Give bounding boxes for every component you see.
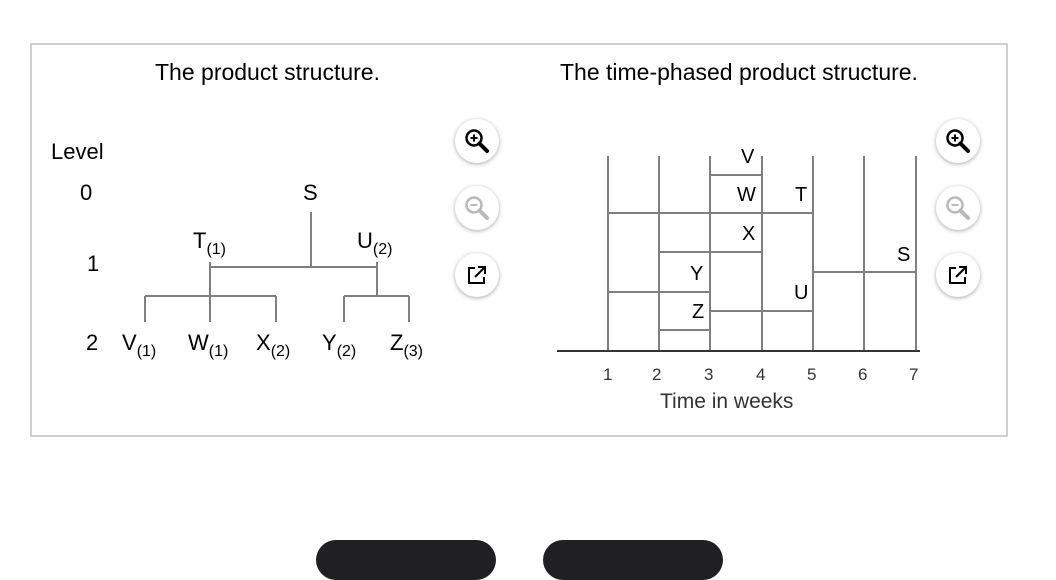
node-z: Z(3) [390, 330, 423, 360]
zoom-in-icon [946, 129, 970, 153]
node-y: Y(2) [322, 330, 356, 360]
level-header: Level [51, 139, 104, 164]
tp-label-v: V [741, 146, 755, 168]
node-w: W(1) [188, 330, 228, 360]
node-t-qty: (1) [206, 241, 227, 258]
x-tick-5: 5 [807, 365, 817, 384]
tp-label-s: S [897, 244, 911, 266]
open-external-button-right[interactable] [936, 253, 980, 297]
x-tick-1: 1 [603, 365, 613, 384]
open-external-button-left[interactable] [455, 253, 499, 297]
tp-label-x: X [742, 223, 756, 245]
x-tick-2: 2 [652, 365, 662, 384]
zoom-in-button-right[interactable] [936, 119, 980, 163]
x-tick-4: 4 [756, 365, 766, 384]
time-phased-lines [557, 156, 920, 352]
tp-label-t: T [795, 184, 808, 206]
zoom-in-icon [465, 129, 489, 153]
node-w-qty: (1) [208, 343, 229, 360]
tp-label-y: Y [690, 263, 704, 285]
node-z-name: Z [390, 330, 404, 355]
figure-frame [30, 43, 1008, 437]
node-v: V(1) [122, 330, 156, 360]
node-y-qty: (2) [336, 343, 357, 360]
node-x-name: X [256, 330, 271, 355]
node-z-qty: (3) [403, 343, 424, 360]
node-t-name: T [193, 228, 207, 253]
node-x-qty: (2) [270, 343, 291, 360]
zoom-in-button-left[interactable] [455, 119, 499, 163]
bottom-button-left[interactable] [316, 540, 496, 580]
level-0-label: 0 [80, 180, 93, 205]
level-1-label: 1 [87, 251, 100, 276]
node-s: S [303, 182, 318, 204]
node-y-name: Y [322, 330, 337, 355]
zoom-out-icon [946, 196, 970, 220]
open-external-icon [468, 266, 486, 284]
zoom-out-icon [465, 196, 489, 220]
node-w-name: W [188, 330, 209, 355]
node-u-name: U [357, 228, 373, 253]
tp-label-u: U [794, 282, 809, 304]
tp-label-w: W [737, 184, 756, 206]
product-structure-lines [144, 212, 410, 322]
node-s-name: S [303, 180, 318, 205]
zoom-out-button-left[interactable] [455, 186, 499, 230]
product-structure-title: The product structure. [155, 59, 380, 85]
open-external-icon [949, 266, 967, 284]
node-u-qty: (2) [372, 241, 393, 258]
x-axis-title: Time in weeks [660, 390, 794, 413]
node-v-qty: (1) [136, 343, 157, 360]
bottom-button-right[interactable] [543, 540, 723, 580]
x-tick-6: 6 [858, 365, 868, 384]
zoom-out-button-right[interactable] [936, 186, 980, 230]
time-phased-title: The time-phased product structure. [560, 59, 918, 85]
tp-label-z: Z [692, 301, 705, 323]
x-tick-7: 7 [909, 365, 919, 384]
node-v-name: V [122, 330, 137, 355]
node-x: X(2) [256, 330, 290, 360]
node-t: T(1) [193, 228, 226, 258]
x-tick-3: 3 [704, 365, 714, 384]
node-u: U(2) [357, 228, 392, 258]
level-2-label: 2 [86, 330, 99, 355]
